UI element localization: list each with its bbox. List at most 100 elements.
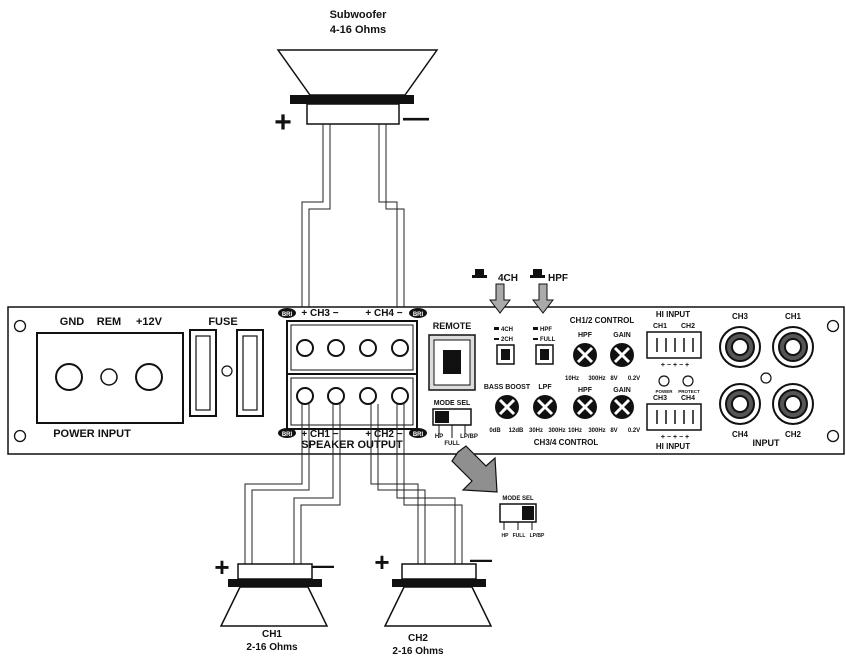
mount-hole-icon — [826, 429, 840, 443]
ch12-gain-max: 0.2V — [628, 376, 640, 382]
power-led-icon — [658, 375, 670, 387]
rem-terminal-icon — [100, 368, 118, 386]
ch34-control-label: CH3/4 CONTROL — [534, 438, 599, 447]
hi-input-top-ch2: CH2 — [681, 323, 695, 330]
ch34-bass-boost-knob[interactable] — [495, 395, 519, 419]
ch12-hpf-knob[interactable] — [573, 343, 597, 367]
bri-badge: BRI — [413, 312, 424, 318]
hi-input-top-label: HI INPUT — [656, 310, 690, 319]
hi-input-top-ch1: CH1 — [653, 323, 667, 330]
switch-2ch-label: 2CH — [501, 337, 513, 343]
ch12-hpf-max: 300Hz — [588, 376, 605, 382]
ch34-hpf-min: 10Hz — [568, 428, 582, 434]
gnd-terminal-icon — [55, 363, 83, 391]
terminal-screw-icon — [327, 387, 345, 405]
ch34-lpf-knob[interactable] — [533, 395, 557, 419]
rem-label: REM — [97, 316, 121, 328]
ch12-hpf-min: 10Hz — [565, 376, 579, 382]
rca-ch1-label: CH1 — [785, 312, 802, 321]
ch34-gain-max: 0.2V — [628, 428, 640, 434]
mode-sel-label: MODE SEL — [434, 400, 471, 407]
subwoofer-title: Subwoofer — [330, 9, 388, 21]
rca-ch3-jack-icon — [719, 326, 761, 368]
ch1-magnet — [237, 563, 313, 580]
rca-ch2-jack-icon — [772, 383, 814, 425]
hi-input-block: HI INPUT CH1 CH2 + − + − + POWER PROTECT… — [646, 310, 702, 451]
terminal-screw-icon — [391, 339, 409, 357]
screw-icon — [760, 372, 772, 384]
switch-4ch-label: 4CH — [501, 327, 513, 333]
ch34-hpf-label: HPF — [578, 387, 593, 394]
arrow-down-icon — [531, 283, 555, 314]
remote-block: REMOTE — [428, 321, 476, 391]
ch1-speaker: + — CH1 2-16 Ohms — [214, 552, 334, 653]
ch12-gain-label: GAIN — [613, 332, 631, 339]
ch1-speaker-impedance: 2-16 Ohms — [246, 642, 298, 653]
hi-input-top-pins: + − + − + — [661, 362, 689, 369]
subwoofer-speaker: Subwoofer 4-16 Ohms + — — [274, 9, 439, 139]
power-input-label: POWER INPUT — [53, 428, 131, 440]
arrow-down-icon — [488, 283, 512, 314]
bri-badge: BRI — [282, 432, 293, 438]
ch34-gain-label: GAIN — [613, 387, 631, 394]
ch2-speaker: + — CH2 2-16 Ohms — [374, 547, 493, 657]
ch1-speaker-title: CH1 — [262, 629, 282, 640]
ch34-bass-boost-label: BASS BOOST — [484, 384, 531, 391]
power-input-block: GND REM +12V POWER INPUT — [36, 316, 184, 440]
switch-callouts: 4CH HPF — [472, 269, 568, 314]
mount-hole-icon — [13, 319, 27, 333]
terminal-screw-icon — [327, 339, 345, 357]
ch2-minus: — — [470, 547, 492, 572]
mode-sel-knob-icon — [435, 411, 449, 423]
fuse-label: FUSE — [208, 316, 237, 328]
ch34-bb-min: 0dB — [489, 428, 501, 434]
hi-input-bottom-ch3: CH3 — [653, 395, 667, 402]
ch34-hpf-max: 300Hz — [588, 428, 605, 434]
ch2-magnet — [401, 563, 477, 580]
protect-led-icon — [682, 375, 694, 387]
rca-ch2-label: CH2 — [785, 430, 802, 439]
ch12-control-label: CH1/2 CONTROL — [570, 316, 635, 325]
screw-icon — [221, 365, 233, 377]
protect-led-label: PROTECT — [678, 389, 700, 394]
v12-label: +12V — [136, 316, 163, 328]
ch2-magnet-plate — [392, 579, 486, 587]
ch34-hpf-knob[interactable] — [573, 395, 597, 419]
v12-terminal-icon — [135, 363, 163, 391]
terminal-screw-icon — [359, 339, 377, 357]
ch1-plus: + — [214, 552, 229, 582]
bri-badge: BRI — [413, 432, 424, 438]
callout-hpf: HPF — [548, 273, 568, 284]
ch2-plus: + — [374, 547, 389, 577]
ch12-gain-min: 8V — [610, 376, 617, 382]
ch2-speaker-title: CH2 — [408, 633, 428, 644]
ch34-gain-knob[interactable] — [610, 395, 634, 419]
mode-select-inset: MODE SEL HP FULL LP/BP — [499, 496, 545, 539]
ch12-gain-knob[interactable] — [610, 343, 634, 367]
ch2-cone — [383, 586, 493, 627]
mode-sel-pointer-arrow-icon — [451, 445, 498, 493]
gnd-label: GND — [60, 316, 85, 328]
ch12-controls: CH1/2 CONTROL HPF GAIN 10Hz 300Hz 8V 0.2… — [565, 316, 640, 382]
subwoofer-magnet — [306, 103, 400, 125]
mode-sel-lpbp: LP/BP — [460, 434, 478, 440]
channel-switches: 4CH 2CH HPF FULL — [494, 327, 556, 365]
rca-ch1-jack-icon — [772, 326, 814, 368]
switch-full-label: FULL — [540, 337, 556, 343]
terminal-screw-icon — [359, 387, 377, 405]
hi-input-top-connector-icon — [646, 331, 702, 359]
ch1-ch2-wires — [244, 404, 463, 564]
terminal-screw-icon — [296, 387, 314, 405]
switch-hpf-label: HPF — [540, 327, 552, 333]
inset-mode-sel-knob-icon — [522, 506, 534, 520]
mode-select-switch[interactable]: MODE SEL HP FULL LP/BP — [432, 400, 478, 447]
subwoofer-magnet-plate — [290, 95, 414, 104]
ch34-gain-min: 8V — [610, 428, 617, 434]
ch34-lpf-min: 30Hz — [529, 428, 543, 434]
remote-label: REMOTE — [433, 321, 472, 331]
subwoofer-impedance: 4-16 Ohms — [330, 24, 386, 36]
rca-ch3-label: CH3 — [732, 312, 749, 321]
rca-input-label: INPUT — [753, 438, 781, 448]
hi-input-bottom-connector-icon — [646, 403, 702, 431]
rca-ch4-label: CH4 — [732, 430, 749, 439]
